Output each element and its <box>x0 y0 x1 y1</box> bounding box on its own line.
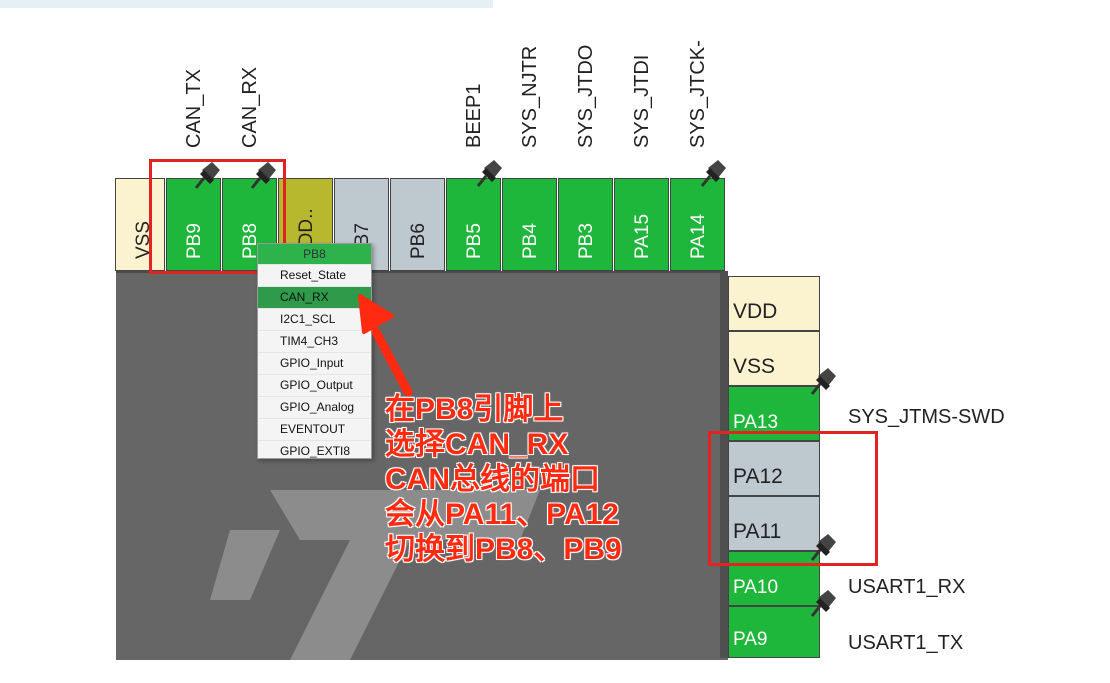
pin-pa12[interactable]: PA12 <box>728 441 820 496</box>
signal-label-pb5: BEEP1 <box>463 83 485 148</box>
pin-label: PB4 <box>520 223 541 259</box>
pin-label: PA11 <box>733 520 782 543</box>
annotation-text: 在PB8引脚上 选择CAN_RX CAN总线的端口 会从PA11、PA12 切换… <box>385 392 622 567</box>
signal-label-pb3: SYS_JTDO <box>575 44 597 148</box>
menu-item-gpio-output[interactable]: GPIO_Output <box>258 374 371 396</box>
pushpin-icon <box>810 368 836 395</box>
signal-label-pb8: CAN_RX <box>239 66 261 148</box>
pin-label: VSS <box>733 355 776 378</box>
menu-item-i2c1-scl[interactable]: I2C1_SCL <box>258 308 371 330</box>
pin-pa15[interactable]: PA15 <box>614 178 669 271</box>
annotation-line: CAN总线的端口 <box>385 463 600 496</box>
annotation-line: 切换到PB8、PB9 <box>385 533 622 566</box>
pin-pb6[interactable]: PB6 <box>390 178 445 271</box>
pushpin-icon <box>810 590 836 617</box>
highlight-box-pb8-pb9 <box>149 159 286 274</box>
signal-label-pb9: CAN_TX <box>183 69 205 148</box>
pin-label: PB6 <box>408 223 429 259</box>
pin-label: PA10 <box>733 577 779 598</box>
pin-pb5[interactable]: PB5 <box>446 178 501 271</box>
annotation-line: 会从PA11、PA12 <box>385 498 619 531</box>
signal-label-pa9: USART1_TX <box>848 632 964 654</box>
signal-label-pb4: SYS_NJTR <box>519 45 541 148</box>
signal-label-pa10: USART1_RX <box>848 576 966 598</box>
signal-label-pa14: SYS_JTCK- <box>687 40 709 148</box>
pin-vdd-right[interactable]: VDD <box>728 276 820 331</box>
annotation-line: 在PB8引脚上 <box>385 393 564 426</box>
pushpin-icon <box>700 160 726 187</box>
pin-pa10[interactable]: PA10 <box>728 551 820 606</box>
menu-item-can-rx[interactable]: CAN_RX <box>258 286 371 308</box>
pin-vss-right[interactable]: VSS <box>728 331 820 386</box>
menu-item-gpio-analog[interactable]: GPIO_Analog <box>258 396 371 418</box>
pushpin-icon <box>250 162 276 189</box>
annotation-arrow-icon <box>358 294 413 397</box>
pin-pb3[interactable]: PB3 <box>558 178 613 271</box>
pin-pb4[interactable]: PB4 <box>502 178 557 271</box>
pin-label: PA12 <box>733 465 783 488</box>
pin-pa9[interactable]: PA9 <box>728 606 820 658</box>
pushpin-icon <box>810 534 836 561</box>
pin-vss-top[interactable]: VSS <box>115 178 165 271</box>
menu-item-tim4-ch3[interactable]: TIM4_CH3 <box>258 330 371 352</box>
pin-pb9[interactable]: PB9 <box>166 178 221 271</box>
st-logo-icon <box>210 490 540 660</box>
signal-label-pa13: SYS_JTMS-SWD <box>848 406 1005 428</box>
pin-label: PA9 <box>733 629 768 650</box>
menu-item-gpio-input[interactable]: GPIO_Input <box>258 352 371 374</box>
pin-label: PB3 <box>576 223 597 259</box>
menu-item-eventout[interactable]: EVENTOUT <box>258 418 371 440</box>
mcu-chip-edge <box>720 271 728 658</box>
pushpin-icon <box>194 162 220 189</box>
menu-item-reset-state[interactable]: Reset_State <box>258 264 371 286</box>
pin-pa11[interactable]: PA11 <box>728 496 820 551</box>
annotation-line: 选择CAN_RX <box>385 428 569 461</box>
menu-header: PB8 <box>258 244 371 264</box>
highlight-box-pa11-pa12 <box>708 431 878 566</box>
window-top-strip <box>0 0 493 8</box>
pin-label: VDD <box>733 300 778 323</box>
pushpin-icon <box>476 160 502 187</box>
pin-context-menu: PB8 Reset_State CAN_RX I2C1_SCL TIM4_CH3… <box>257 243 372 459</box>
menu-item-gpio-exti8[interactable]: GPIO_EXTI8 <box>258 440 371 462</box>
signal-label-pa15: SYS_JTDI <box>631 54 653 148</box>
pin-pa14[interactable]: PA14 <box>670 178 725 271</box>
pin-label: PA13 <box>733 412 779 433</box>
pin-label: PA15 <box>632 213 653 259</box>
